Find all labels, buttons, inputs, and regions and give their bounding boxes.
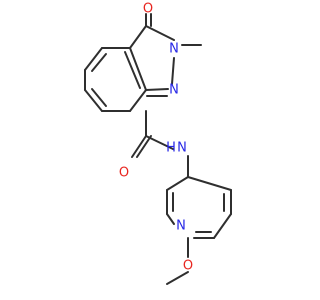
amide-nitrogen-label: N	[177, 141, 187, 156]
molecule-structure-diagram: O N N O N H N O	[84, 2, 232, 285]
phthalazinone-ring	[129, 25, 175, 97]
pyridine-ring	[166, 155, 232, 239]
ring-nitrogen-label: N	[169, 83, 179, 98]
ring-carbonyl-bond	[145, 13, 152, 27]
amide-hydrogen-label: H	[166, 141, 176, 156]
benzene-ring	[84, 47, 147, 112]
methoxy-bonds	[166, 237, 189, 285]
amide-oxygen-label: O	[119, 166, 129, 181]
methoxy-oxygen-label: O	[183, 259, 193, 274]
carbonyl-oxygen-label: O	[143, 2, 153, 17]
n-methyl-nitrogen-label: N	[169, 42, 179, 57]
amide-bonds	[131, 110, 174, 158]
pyridine-nitrogen-label: N	[176, 219, 186, 234]
